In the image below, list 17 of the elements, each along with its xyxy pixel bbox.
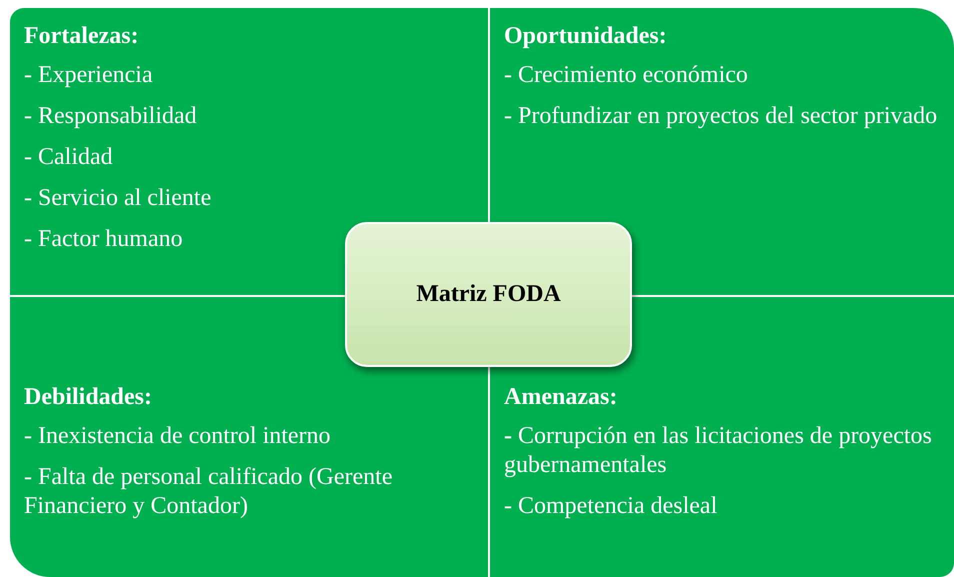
quadrant-heading: Amenazas: <box>504 383 618 412</box>
list-item: - Competencia desleal <box>504 492 718 521</box>
list-item: - Responsabilidad <box>24 102 198 131</box>
list-item: - Corrupción en las licitaciones de proyectos gubernamentales <box>504 422 933 480</box>
list-item: - Profundizar en proyectos del sector privado <box>504 102 938 131</box>
list-item: - Factor humano <box>24 225 184 254</box>
quadrant-heading: Fortalezas: <box>24 22 140 51</box>
list-item: - Crecimiento económico <box>504 61 749 90</box>
list-item: - Calidad <box>24 143 114 172</box>
center-box <box>345 222 632 367</box>
quadrant-heading: Debilidades: <box>24 383 154 412</box>
center-title: Matriz FODA <box>416 281 561 308</box>
list-item: - Falta de personal calificado (Gerente Financiero y Contador) <box>24 463 394 521</box>
list-item: - Experiencia <box>24 61 154 90</box>
list-item: - Servicio al cliente <box>24 184 212 213</box>
quadrant-heading: Oportunidades: <box>504 22 668 51</box>
list-item: - Inexistencia de control interno <box>24 422 332 451</box>
